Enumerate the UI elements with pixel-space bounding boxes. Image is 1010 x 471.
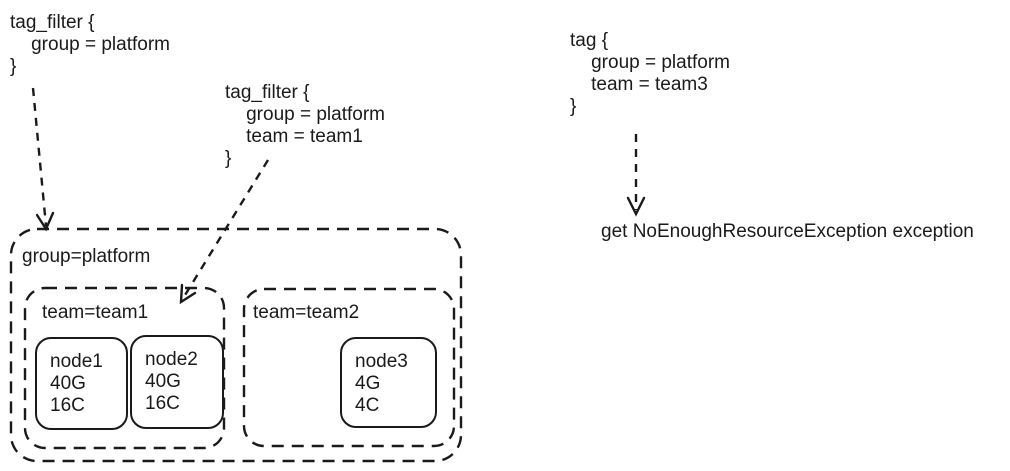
team2-box <box>242 287 456 448</box>
node-cpu: 16C <box>145 393 180 414</box>
group-platform-label: group=platform <box>22 246 151 267</box>
group-platform-box <box>9 227 463 463</box>
team2-label: team=team2 <box>253 302 360 323</box>
tag-request-annotation: tag { group = platform team = team3 } <box>570 30 730 117</box>
node3-box: node3 4G 4C <box>340 337 437 428</box>
node-cpu: 16C <box>50 395 85 416</box>
node1-box: node1 40G 16C <box>35 337 128 430</box>
tag-filter-group-annotation: tag_filter { group = platform } <box>10 12 170 77</box>
node-memory: 40G <box>145 371 181 392</box>
dashed-arrow-tag-exception-icon <box>626 134 646 217</box>
team1-box <box>23 286 226 450</box>
node-cpu: 4C <box>355 395 380 416</box>
node-memory: 40G <box>50 373 86 394</box>
exception-result-text: get NoEnoughResourceException exception <box>601 221 974 242</box>
node-memory: 4G <box>355 373 381 394</box>
tag-filter-group-team-annotation: tag_filter { group = platform team = tea… <box>225 82 385 169</box>
node-name: node1 <box>50 351 103 372</box>
node-name: node3 <box>355 351 408 372</box>
dashed-arrow-filter-group-icon <box>31 87 55 232</box>
node-name: node2 <box>145 349 198 370</box>
node2-box: node2 40G 16C <box>130 335 224 429</box>
team1-label: team=team1 <box>42 302 149 323</box>
dashed-arrow-filter-team1-icon <box>179 159 270 305</box>
